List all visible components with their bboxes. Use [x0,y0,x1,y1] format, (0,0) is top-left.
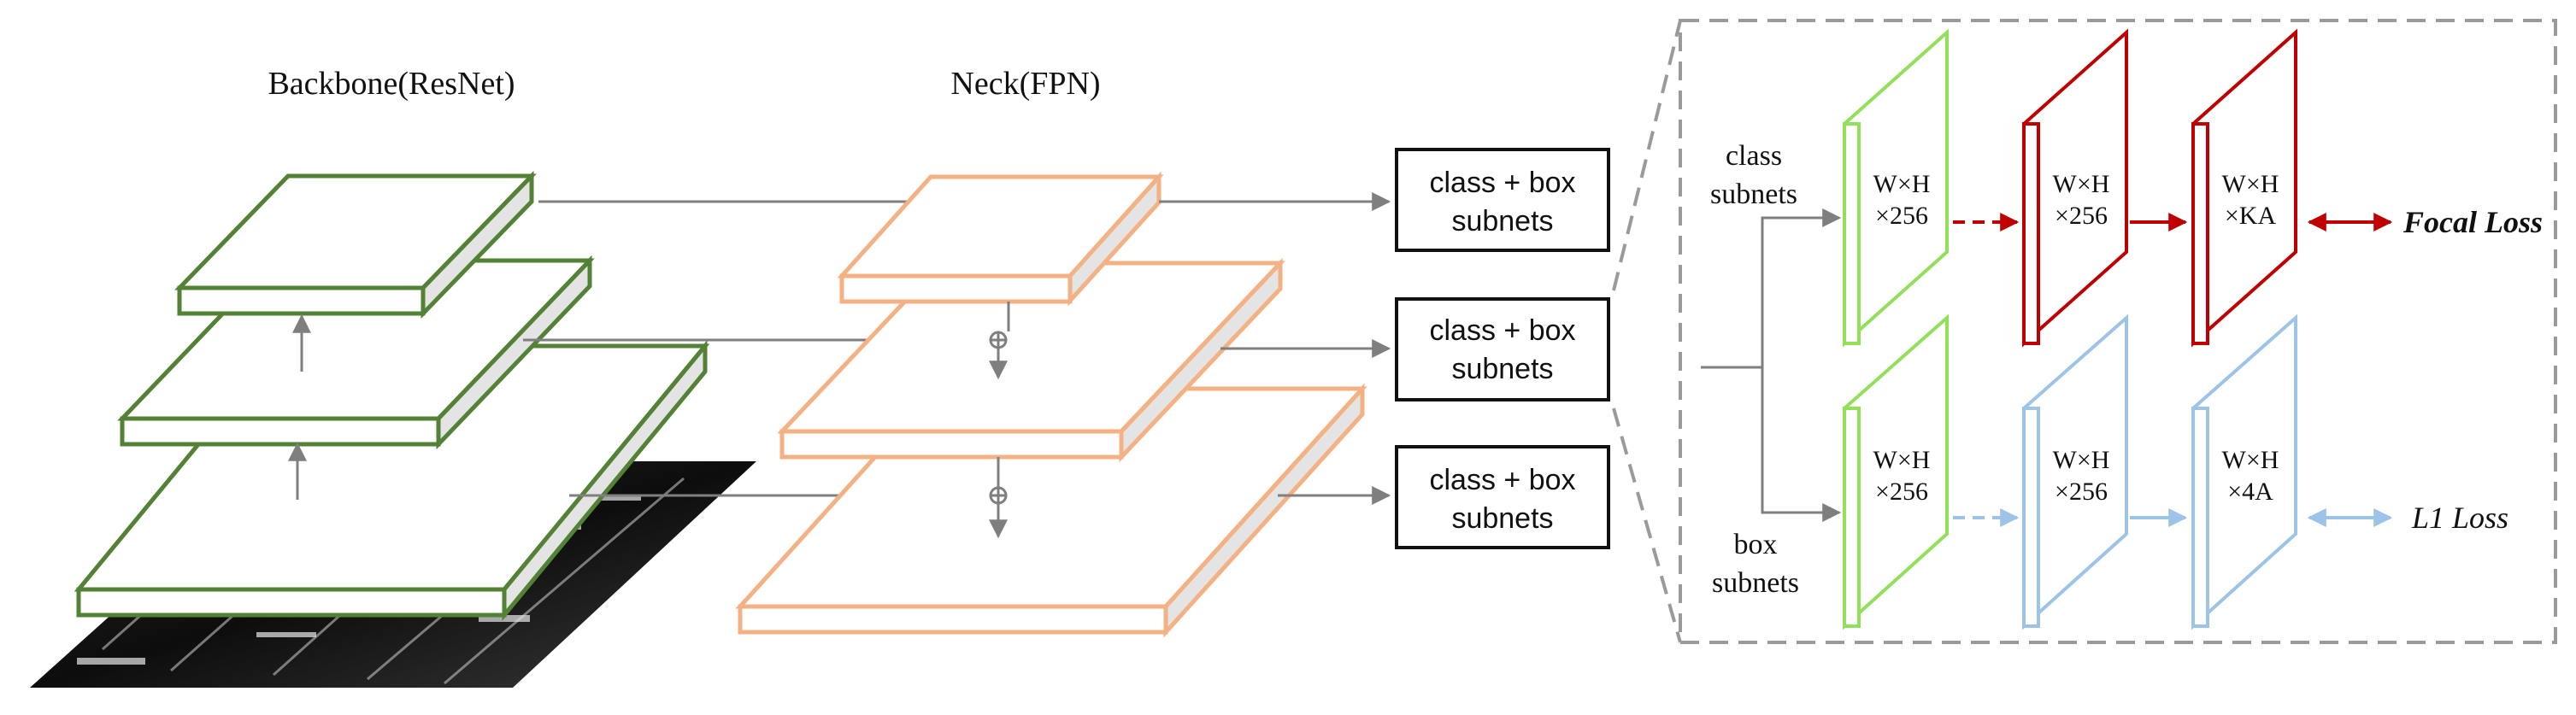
backbone-upward-arrows [288,314,311,500]
subnet-box-3-line1: class + box [1429,464,1575,496]
class-map-3-line1: W×H [2222,170,2279,198]
class-map-2-line2: ×256 [2055,202,2108,230]
subnet-box-1-line2: subnets [1451,205,1553,237]
head-detail-panel [1679,19,2557,644]
l1-loss-label: L1 Loss [2411,501,2508,535]
box-map-3-line1: W×H [2222,446,2279,474]
box-map-3: W×H ×4A [2191,314,2297,630]
backbone-title: Backbone(ResNet) [268,66,515,102]
class-map-3-line2: ×KA [2225,202,2277,230]
class-subnets-label-line2: subnets [1710,179,1797,210]
box-map-2: W×H ×256 [2022,314,2128,630]
box-map-1-line1: W×H [1873,446,1931,474]
zoom-callout-lines [1612,20,1682,643]
backbone-level-2 [117,255,595,450]
neck-level-1 [837,171,1164,307]
subnet-box-2-line1: class + box [1429,314,1575,347]
subnet-box-1-line1: class + box [1429,167,1575,199]
class-map-3: W×H ×KA [2191,28,2297,348]
class-map-2-line1: W×H [2053,170,2110,198]
class-map-1-line1: W×H [1873,170,1931,198]
subnet-box-2: class + box subnets [1395,297,1610,401]
box-map-1-line2: ×256 [1875,478,1928,506]
box-subnets-label-line1: box [1734,529,1778,560]
subnet-box-1: class + box subnets [1395,148,1610,252]
neck-title: Neck(FPN) [950,66,1100,102]
neck-to-subnets-arrows [1159,192,1391,505]
focal-loss-label: Focal Loss [2403,205,2543,239]
head-branch-lines [1701,208,1842,522]
box-subnets-label-line2: subnets [1712,567,1799,599]
backbone-level-1 [174,170,537,319]
subnet-box-2-line2: subnets [1451,353,1553,385]
box-map-2-line1: W×H [2053,446,2110,474]
neck-level-2 [777,257,1285,463]
subnet-box-3-line2: subnets [1451,502,1553,535]
box-map-2-line2: ×256 [2055,478,2108,506]
class-map-2: W×H ×256 [2022,28,2128,348]
class-map-1: W×H ×256 [1843,28,1949,348]
box-map-1: W×H ×256 [1843,314,1949,630]
fpn-top-down-pathway [989,302,1010,539]
class-subnets-label-line1: class [1726,140,1782,172]
box-map-3-line2: ×4A [2227,478,2273,506]
class-map-1-line2: ×256 [1875,202,1928,230]
subnet-box-3: class + box subnets [1395,445,1610,549]
